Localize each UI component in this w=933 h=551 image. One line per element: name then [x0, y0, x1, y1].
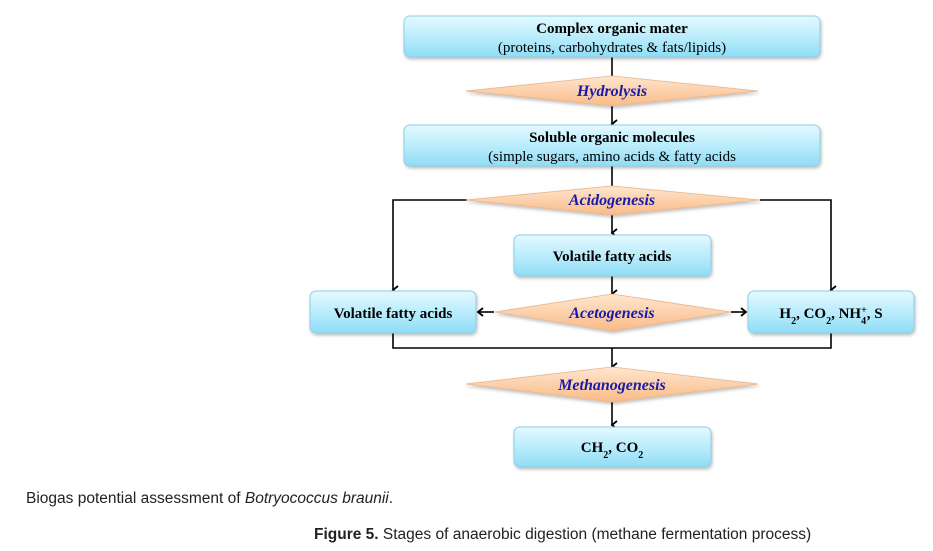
- stage-label: Acetogenesis: [568, 305, 654, 322]
- box-final-products: CH2, CO2: [513, 426, 712, 468]
- figure-label: Figure 5.: [314, 526, 379, 543]
- box-title: Complex organic mater: [536, 21, 688, 37]
- caption-prefix: Biogas potential assessment of: [26, 490, 245, 507]
- box-subtitle: (simple sugars, amino acids & fatty acid…: [488, 149, 736, 165]
- box-title: Volatile fatty acids: [334, 306, 453, 322]
- context-caption: Biogas potential assessment of Botryococ…: [26, 490, 393, 508]
- stage-methanogenesis: Methanogenesis: [465, 366, 759, 403]
- box-volatile-fatty-acids-center: Volatile fatty acids: [513, 234, 712, 277]
- stage-acetogenesis: Acetogenesis: [494, 293, 732, 332]
- connector-acidogenesis-to-gases: [760, 199, 837, 295]
- caption-suffix: .: [388, 490, 394, 507]
- box-title: Soluble organic molecules: [529, 130, 695, 146]
- connector-acidogenesis-to-vfa-left: [391, 199, 467, 295]
- box-title: CH2, CO2: [581, 440, 644, 461]
- box-volatile-fatty-acids-left: Volatile fatty acids: [309, 290, 477, 334]
- box-complex-organic-matter: Complex organic mater (proteins, carbohy…: [403, 15, 821, 58]
- stage-label: Acidogenesis: [568, 192, 655, 209]
- caption-species: Botryococcus braunii: [244, 490, 389, 507]
- figure-caption: Figure 5. Stages of anaerobic digestion …: [314, 526, 811, 544]
- stage-label: Methanogenesis: [557, 377, 666, 394]
- connectors: [391, 57, 837, 430]
- box-soluble-organic-molecules: Soluble organic molecules (simple sugars…: [403, 124, 821, 167]
- box-subtitle: (proteins, carbohydrates & fats/lipids): [498, 40, 726, 56]
- connector-merge-bottom: [392, 333, 832, 349]
- anaerobic-digestion-flowchart: Complex organic mater (proteins, carbohy…: [309, 15, 915, 468]
- stage-acidogenesis: Acidogenesis: [465, 185, 761, 216]
- stage-hydrolysis: Hydrolysis: [465, 75, 759, 107]
- box-title: H2, CO2, NH4+, S: [779, 305, 882, 327]
- box-gases: H2, CO2, NH4+, S: [747, 290, 915, 334]
- figure-caption-text: Stages of anaerobic digestion (methane f…: [378, 526, 812, 543]
- box-title: Volatile fatty acids: [553, 249, 672, 265]
- stage-label: Hydrolysis: [576, 83, 647, 100]
